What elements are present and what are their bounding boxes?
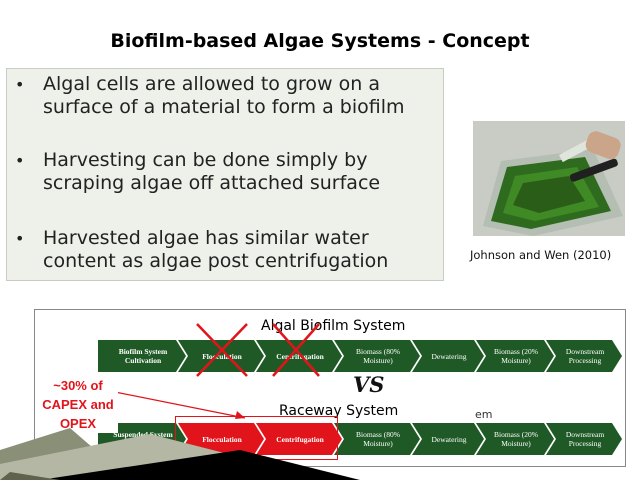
step-raceway-biomass-20: Biomass (20% Moisture) — [476, 423, 554, 455]
raceway-system-title: Raceway System — [279, 403, 399, 419]
bullet-text: Harvesting can be done simply by scrapin… — [43, 149, 381, 194]
step-biofilm-biomass-80: Biomass (80% Moisture) — [334, 340, 420, 372]
note-arrowhead-icon — [235, 411, 245, 419]
algae-scraping-photo — [473, 121, 625, 236]
step-biofilm-biomass-20: Biomass (20% Moisture) — [476, 340, 554, 372]
bullet-dot: • — [15, 75, 25, 94]
step-biofilm-downstream: Downstream Processing — [546, 340, 622, 372]
step-biofilm-flocculation: Flocculation — [178, 340, 264, 372]
cross-out-icon — [196, 323, 248, 377]
step-biofilm-dewatering: Dewatering — [412, 340, 484, 372]
bullet-dot: • — [15, 229, 25, 248]
bullet-dot: • — [15, 151, 25, 170]
bullet-panel: • Algal cells are allowed to grow on a s… — [6, 68, 444, 281]
process-diagram: Algal Biofilm System Biofilm System Cult… — [34, 309, 626, 467]
partial-text: em — [475, 408, 493, 421]
cost-highlight-box — [175, 416, 338, 460]
cost-note: ~30% of CAPEX and OPEX — [38, 376, 118, 433]
bullet-text: Harvested algae has similar water conten… — [43, 227, 389, 272]
step-raceway-biomass-80: Biomass (80% Moisture) — [334, 423, 420, 455]
vs-label: VS — [353, 372, 385, 397]
biofilm-system-title: Algal Biofilm System — [261, 318, 406, 334]
step-biofilm-cultivation: Biofilm System Cultivation — [98, 340, 186, 372]
note-arrow-line — [114, 391, 246, 419]
photo-credit: Johnson and Wen (2010) — [470, 248, 612, 262]
algae-photo-illustration — [473, 121, 625, 236]
bullet-text: Algal cells are allowed to grow on a sur… — [43, 73, 405, 118]
step-raceway-dewatering: Dewatering — [412, 423, 484, 455]
cross-out-icon — [272, 323, 320, 377]
cross-out-marks — [114, 323, 320, 419]
slide-title: Biofilm-based Algae Systems - Concept — [110, 30, 530, 52]
step-raceway-downstream: Downstream Processing — [546, 423, 622, 455]
